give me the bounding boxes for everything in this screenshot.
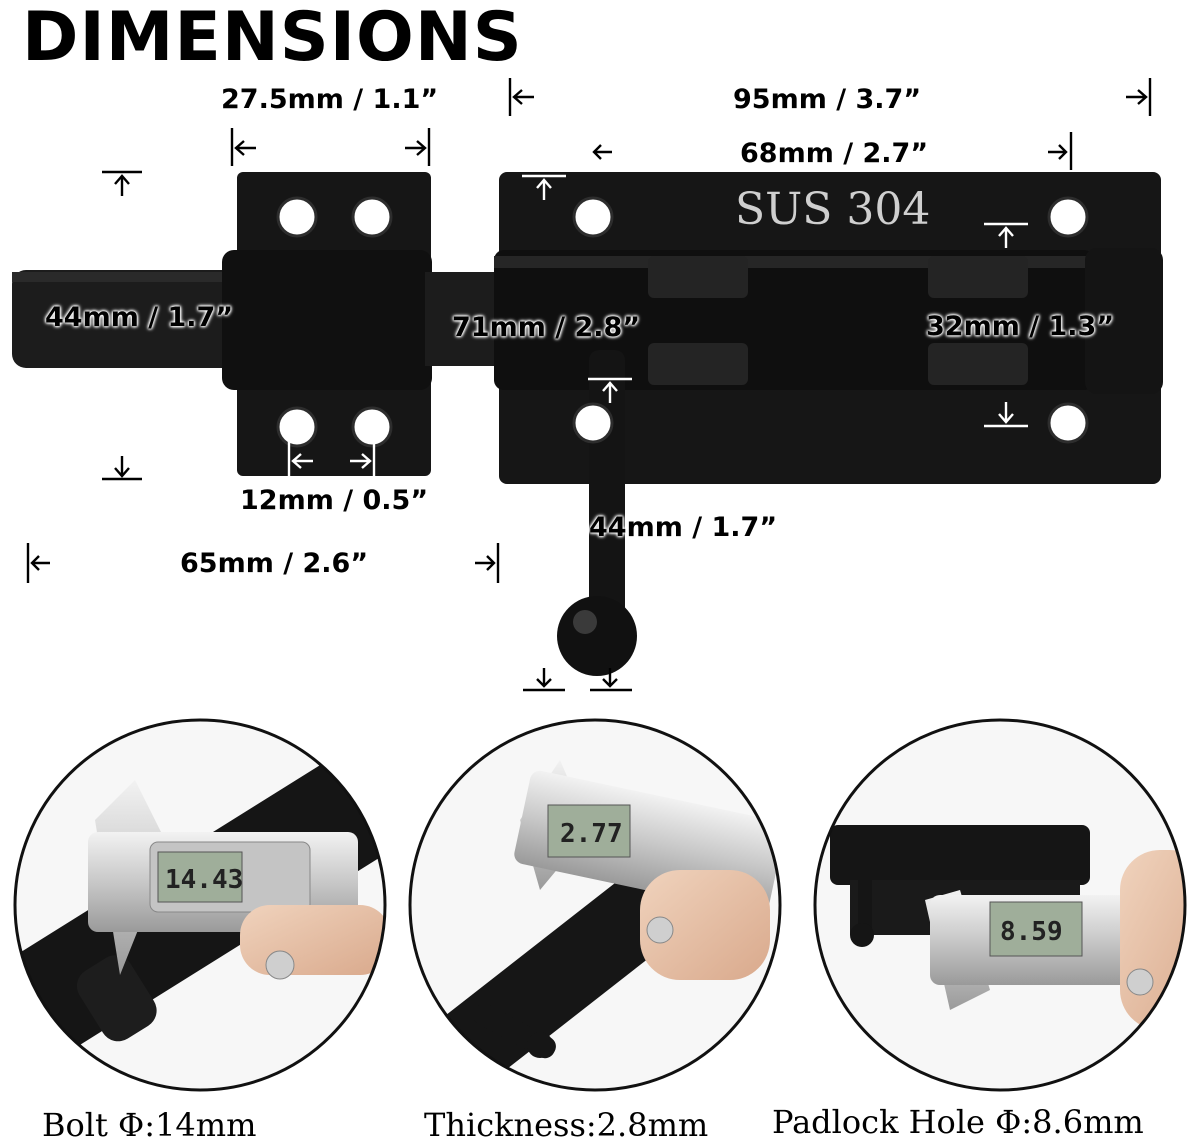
- screw-hole: [572, 196, 614, 238]
- dim-hole-spacing-main: 68mm / 2.7”: [740, 138, 929, 169]
- caliper-reading: 14.43: [165, 865, 243, 895]
- caption-padlock-hole: Padlock Hole Φ:8.6mm: [772, 1103, 1144, 1141]
- page-title: DIMENSIONS: [22, 0, 523, 77]
- dim-hole-spacing-small: 12mm / 0.5”: [240, 485, 429, 516]
- engraving-text: SUS 304: [735, 184, 930, 235]
- screw-hole: [572, 402, 614, 444]
- dim-handle-length: 44mm / 1.7”: [589, 512, 778, 543]
- dim-bolt-extension: 65mm / 2.6”: [180, 548, 369, 579]
- end-cap: [1085, 248, 1163, 394]
- bolt-rod: [12, 270, 242, 368]
- photo-bolt: 14.43: [13, 718, 387, 1092]
- latch-body: [12, 172, 1163, 676]
- caliper-reading: 8.59: [1000, 917, 1063, 947]
- dimension-markers: [26, 78, 1152, 692]
- handle-stem: [589, 350, 625, 630]
- caption-thickness: Thickness:2.8mm: [424, 1106, 709, 1144]
- dim-handle-plate-width: 27.5mm / 1.1”: [221, 84, 439, 115]
- caption-bolt: Bolt Φ:14mm: [42, 1106, 257, 1144]
- screw-hole: [276, 196, 318, 238]
- dim-total-height: 44mm / 1.7”: [45, 302, 234, 333]
- screw-hole: [351, 196, 393, 238]
- screw-hole: [1047, 402, 1089, 444]
- dim-bolt-height: 32mm / 1.3”: [926, 311, 1115, 342]
- handle-knob: [557, 596, 637, 676]
- dim-plate-height: 71mm / 2.8”: [452, 312, 641, 343]
- dim-total-plate-width: 95mm / 3.7”: [733, 84, 922, 115]
- caliper-reading: 2.77: [560, 819, 623, 849]
- screw-hole: [276, 406, 318, 448]
- screw-hole: [351, 406, 393, 448]
- left-collar: [222, 250, 432, 390]
- photo-padlock-hole: 8.59: [813, 718, 1187, 1092]
- photo-thickness: 2.77: [408, 718, 782, 1092]
- screw-hole: [1047, 196, 1089, 238]
